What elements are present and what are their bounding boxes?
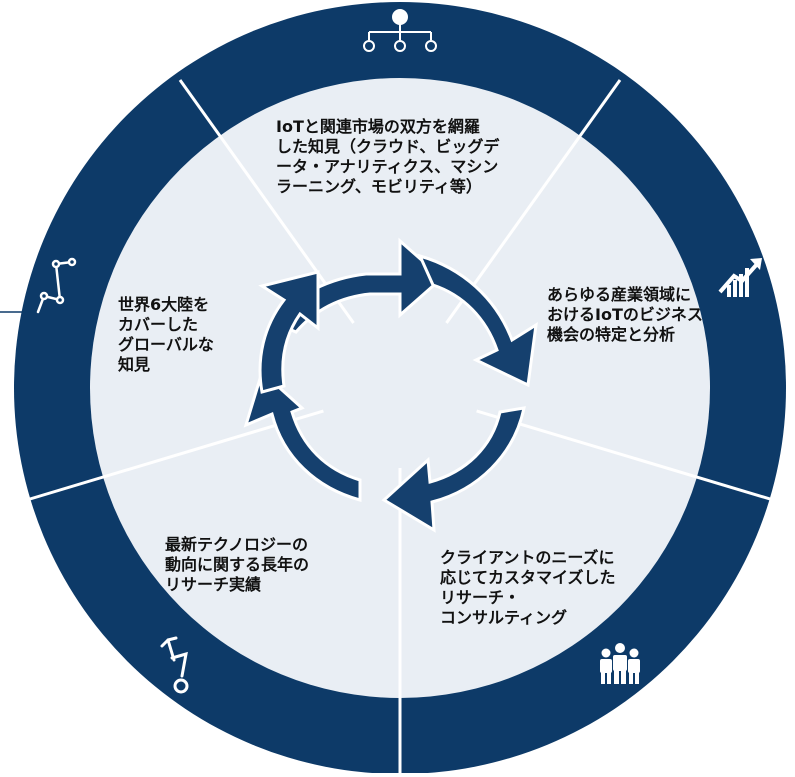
segment-consulting-text: クライアントのニーズに 応じてカスタマイズした リサーチ・ コンサルティング bbox=[440, 548, 616, 627]
segment-knowledge-text: IoTと関連市場の双方を網羅 した知見（クラウド、ビッグデ ータ・アナリティクス… bbox=[276, 117, 500, 196]
segment-opportunity-text: あらゆる産業領域に おけるIoTのビジネス 機会の特定と分析 bbox=[547, 285, 703, 344]
team-icon bbox=[600, 643, 640, 684]
cycle-arrow bbox=[381, 406, 526, 533]
cycle-arrow bbox=[258, 270, 320, 394]
growth-chart-icon bbox=[718, 258, 762, 297]
segment-global-text: 世界6大陸を カバーした グローバルな 知見 bbox=[118, 295, 214, 374]
cycle-center bbox=[340, 328, 460, 448]
segment-research-text: 最新テクノロジーの 動向に関する長年の リサーチ実績 bbox=[165, 535, 310, 594]
cycle-arrows bbox=[243, 237, 538, 533]
cycle-arrow bbox=[417, 253, 538, 388]
org-chart-icon bbox=[363, 9, 437, 52]
robot-arm-icon bbox=[160, 636, 189, 694]
network-line-icon bbox=[36, 257, 77, 314]
